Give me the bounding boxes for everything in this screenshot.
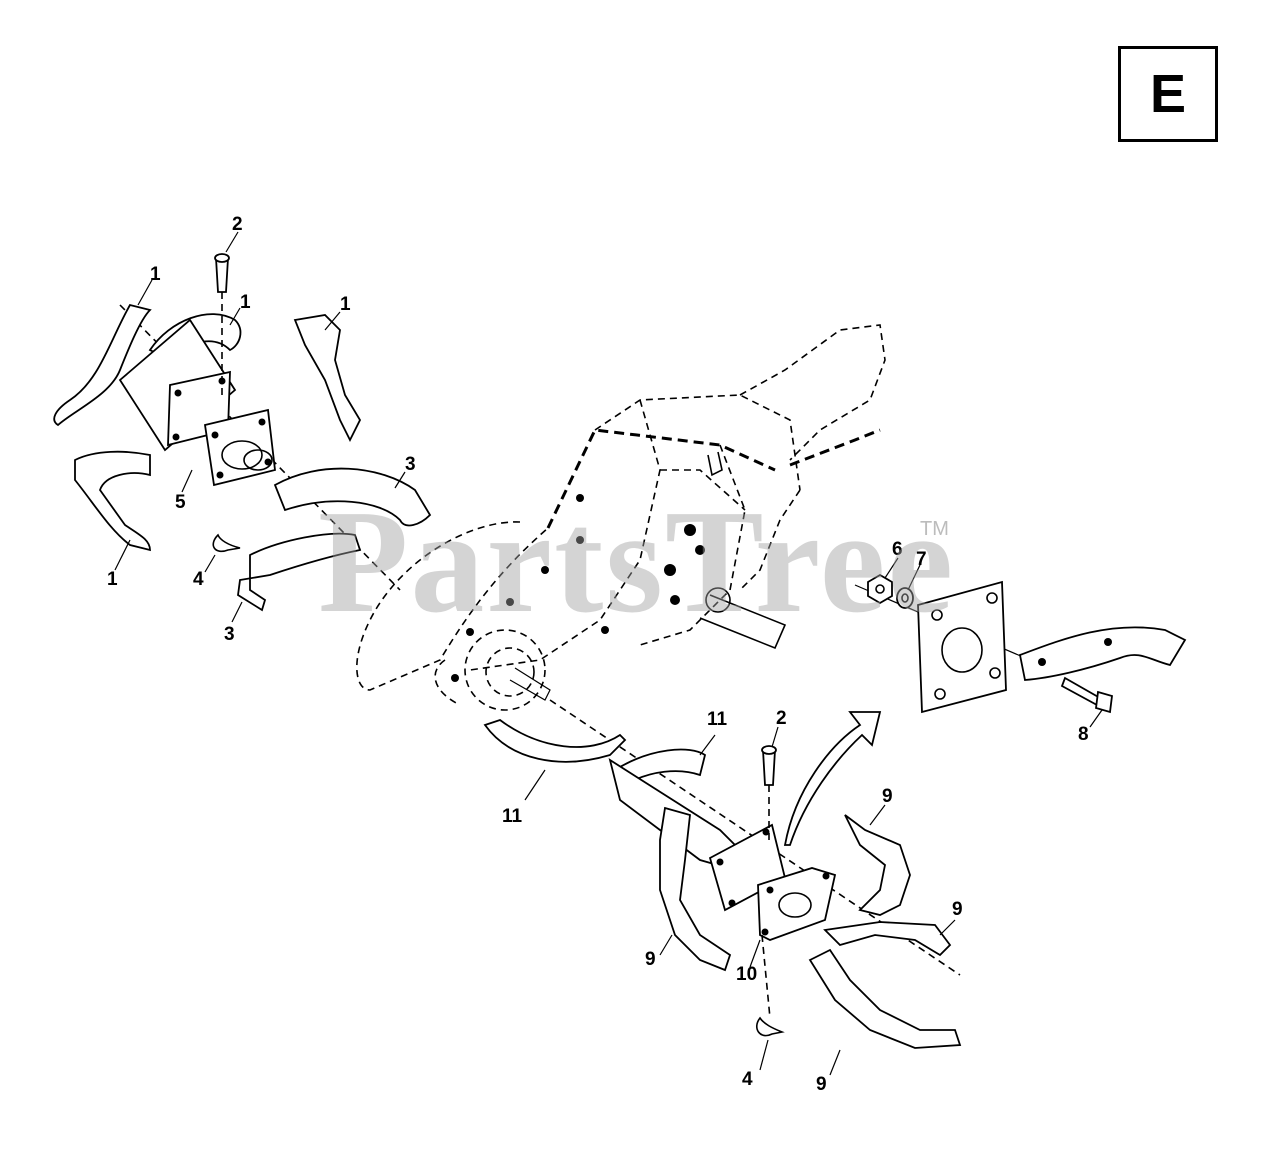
section-label-box: E	[1118, 46, 1218, 142]
callout-1-upper-mid: 1	[240, 292, 251, 313]
callout-7: 7	[916, 549, 927, 570]
callout-11-upper: 11	[707, 709, 728, 730]
callout-6: 6	[892, 539, 903, 560]
callout-9-bottom: 9	[816, 1074, 827, 1095]
callout-9-left: 9	[645, 949, 656, 970]
left-tine-assembly	[53, 231, 432, 623]
callout-11-lower: 11	[502, 806, 523, 827]
callout-3-lower: 3	[224, 624, 235, 645]
callout-4-upper: 4	[193, 569, 204, 590]
callout-2-lower: 2	[776, 708, 787, 729]
callout-9-mid-right: 9	[952, 899, 963, 920]
callout-1-upper-right: 1	[340, 294, 351, 315]
callout-labels: 2 1 1 1 3 5 4 1 3 6 7 8 2 11 11 9 9 9 10…	[107, 214, 1089, 1095]
callout-5: 5	[175, 492, 186, 513]
callout-8: 8	[1078, 724, 1089, 745]
callout-10: 10	[736, 964, 757, 985]
callout-9-upper-right: 9	[882, 786, 893, 807]
callout-2-upper: 2	[232, 214, 243, 235]
callout-4-lower: 4	[742, 1069, 753, 1090]
callout-1-upper-left: 1	[150, 264, 161, 285]
gear-housing	[356, 324, 886, 711]
trademark-symbol: TM	[920, 518, 949, 540]
callout-3-upper: 3	[405, 454, 416, 475]
section-letter: E	[1149, 64, 1187, 124]
right-tine-assembly	[483, 699, 962, 1076]
right-hardware	[854, 557, 1187, 728]
callout-1-lower-left: 1	[107, 569, 118, 590]
